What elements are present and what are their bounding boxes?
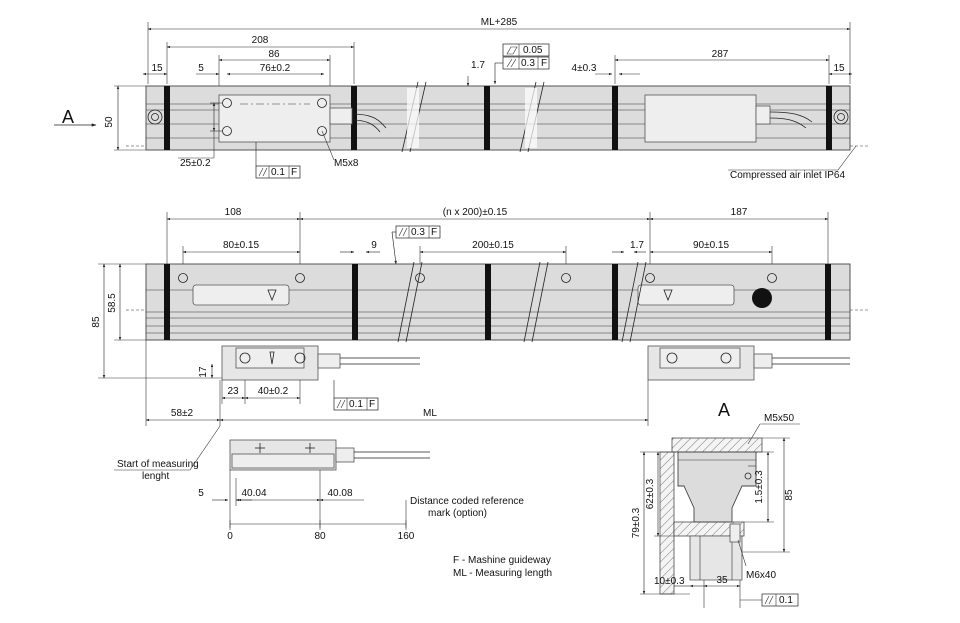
dim-15-left: 15 (151, 63, 163, 74)
dim-287: 287 (712, 49, 729, 60)
reading-head-top (218, 94, 331, 143)
air-block-top (644, 94, 757, 143)
section-title: A (718, 400, 730, 420)
dim-86: 86 (268, 49, 280, 60)
reference-mark-view: Start of measuring lenght 5 40.04 40.08 … (114, 425, 524, 542)
dim-1-5: 1.5±0.3 (754, 470, 765, 504)
label-air-inlet: Compressed air inlet IP64 (730, 170, 845, 181)
tol-head: 0.1 (349, 399, 363, 410)
legend-line-1: F - Mashine guideway (453, 555, 551, 566)
ref-dim-40-04: 40.04 (241, 488, 266, 499)
dim-187: 187 (731, 207, 748, 218)
tol-front-ref: F (431, 227, 437, 238)
tol-bottom: 0.1 (271, 167, 285, 178)
dim-85-section: 85 (784, 489, 795, 501)
section-a: A M5x50 79±0.3 62±0.3 1.5±0.3 (631, 400, 800, 608)
dim-58-5: 58.5 (107, 293, 118, 313)
legend-line-2: ML - Measuring length (453, 568, 552, 579)
ref-tick-160: 160 (398, 531, 415, 542)
top-view: ML+285 208 86 76±0.2 5 15 15 287 4±0.3 (54, 17, 870, 181)
legend: F - Mashine guideway ML - Measuring leng… (453, 555, 552, 579)
front-view: 108 (n x 200)±0.15 187 80±0.15 9 0.3 F 2… (91, 207, 870, 426)
dim-overall: ML+285 (481, 17, 518, 28)
label-m5x50: M5x50 (764, 413, 794, 424)
start-label-1: Start of measuring (117, 459, 199, 470)
dim-4: 4±0.3 (572, 63, 597, 74)
dim-pitch: (n x 200)±0.15 (443, 207, 508, 218)
dim-108: 108 (225, 207, 242, 218)
dim-80: 80±0.15 (223, 240, 260, 251)
dim-62: 62±0.3 (645, 478, 656, 509)
ref-tick-0: 0 (227, 531, 233, 542)
dim-79: 79±0.3 (631, 507, 642, 538)
dim-50: 50 (104, 116, 115, 128)
dim-200: 200±0.15 (472, 240, 514, 251)
dim-15-right: 15 (833, 63, 845, 74)
dim-17: 17 (198, 366, 209, 378)
dim-23: 23 (227, 386, 239, 397)
tol-front: 0.3 (411, 227, 425, 238)
ref-note-1: Distance coded reference (410, 496, 524, 507)
ref-dim-40-08: 40.08 (327, 488, 352, 499)
dim-40: 40±0.2 (258, 386, 289, 397)
start-label-2: lenght (142, 471, 169, 482)
label-m6x40: M6x40 (746, 570, 776, 581)
ref-tick-80: 80 (314, 531, 326, 542)
tol-bottom-ref: F (291, 167, 297, 178)
tol-parallel-ref: F (541, 58, 547, 69)
dim-1-7: 1.7 (471, 60, 485, 71)
dim-85-front: 85 (91, 316, 102, 328)
section-profile (677, 451, 757, 523)
tol-head-ref: F (369, 399, 375, 410)
dim-ml: ML (423, 408, 437, 419)
tol-section: 0.1 (779, 595, 793, 606)
dim-5: 5 (198, 63, 204, 74)
dim-9: 9 (371, 240, 377, 251)
ref-dim-5: 5 (198, 488, 204, 499)
tol-flatness: 0.05 (523, 45, 543, 56)
label-m5x8: M5x8 (334, 158, 359, 169)
dim-35: 35 (716, 575, 728, 586)
view-arrow-label: A (62, 107, 74, 127)
dim-25: 25±0.2 (180, 158, 211, 169)
dim-58: 58±2 (171, 408, 194, 419)
ref-note-2: mark (option) (428, 508, 487, 519)
dim-1-7-front: 1.7 (630, 240, 644, 251)
tol-parallel: 0.3 (521, 58, 535, 69)
dim-208: 208 (252, 35, 269, 46)
dim-90: 90±0.15 (693, 240, 730, 251)
dim-76: 76±0.2 (260, 63, 291, 74)
dim-10: 10±0.3 (654, 576, 685, 587)
